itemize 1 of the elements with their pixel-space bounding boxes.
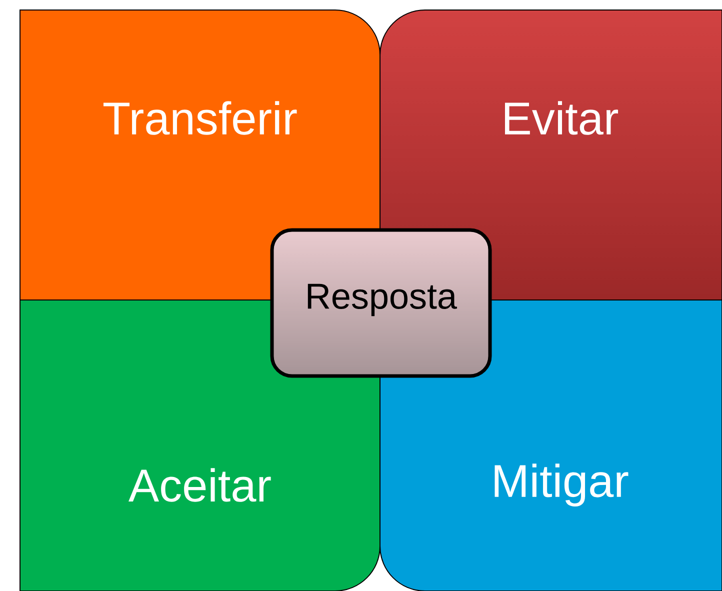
center-box: Resposta xyxy=(270,228,492,378)
